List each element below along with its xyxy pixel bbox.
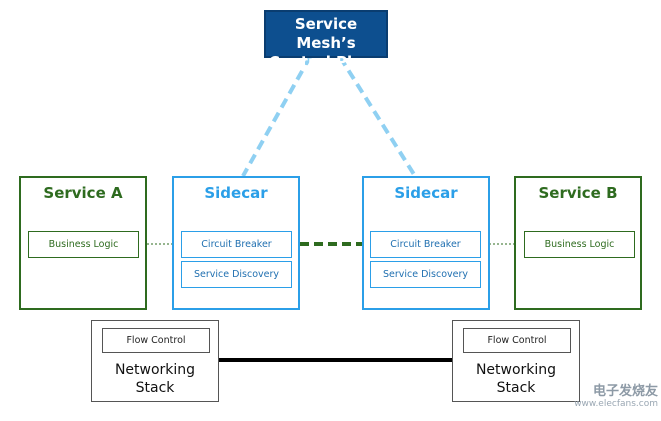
control-plane-link-a [241, 56, 312, 177]
sidecar-b-title: Sidecar [394, 184, 458, 202]
networking-stack-a-line1: Networking [114, 362, 196, 378]
control-plane-box: Service Mesh’s Control Plane [264, 10, 388, 71]
watermark-url: www.elecfans.com [574, 399, 658, 409]
service-b-business-logic: Business Logic [524, 231, 635, 258]
flow-control-b: Flow Control [463, 328, 571, 353]
flow-control-a: Flow Control [102, 328, 210, 353]
control-plane-line2: Control Plane [268, 53, 384, 71]
sidecar-b-circuit-breaker: Circuit Breaker [370, 231, 481, 258]
service-a-title: Service A [43, 184, 123, 202]
control-plane-link-b [338, 55, 417, 178]
networking-stack-b-line1: Networking [475, 362, 557, 378]
networking-stack-a-line2: Stack [135, 380, 175, 396]
networking-stack-b-line2: Stack [496, 380, 536, 396]
sidecar-a-service-discovery: Service Discovery [181, 261, 292, 288]
watermark: 电子发烧友 www.elecfans.com [518, 380, 658, 416]
sidecar-a-title: Sidecar [204, 184, 268, 202]
sidecar-a-circuit-breaker: Circuit Breaker [181, 231, 292, 258]
service-a-business-logic: Business Logic [28, 231, 139, 258]
networking-stack-a-label: Networking Stack [92, 361, 218, 397]
networking-stack-b-label: Networking Stack [453, 361, 579, 397]
sidecar-b-service-discovery: Service Discovery [370, 261, 481, 288]
service-b-title: Service B [538, 184, 618, 202]
watermark-brand: 电子发烧友 [592, 384, 658, 399]
control-plane-line1: Service Mesh’s [294, 15, 358, 52]
networking-stack-b: Flow Control Networking Stack [452, 320, 580, 402]
networking-stack-a: Flow Control Networking Stack [91, 320, 219, 402]
